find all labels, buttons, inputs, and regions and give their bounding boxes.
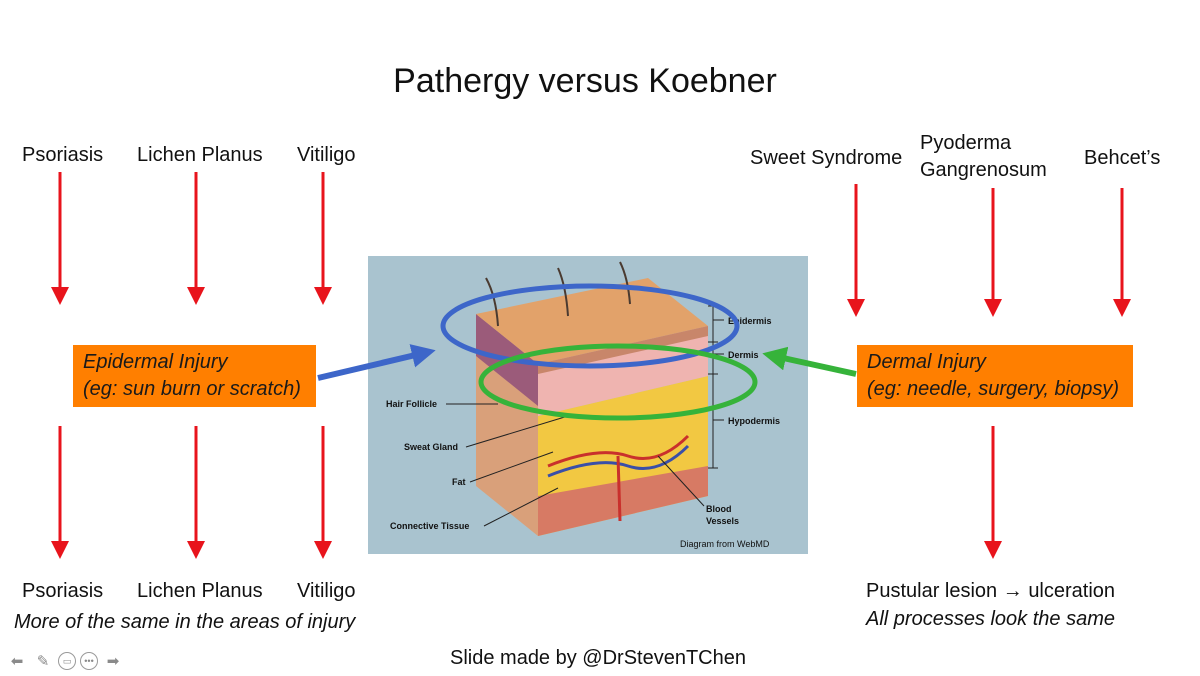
slideshow-controls: ⬅ ✎ ▭ ••• ➡ xyxy=(6,650,124,672)
diagram-source: Diagram from WebMD xyxy=(680,539,770,549)
outcome-start: Pustular lesion xyxy=(866,580,998,602)
label-sweat-gland: Sweat Gland xyxy=(404,442,458,452)
slide-credit: Slide made by @DrStevenTChen xyxy=(450,647,746,669)
label-epidermis: Epidermis xyxy=(728,316,772,326)
left-top-label-vitiligo: Vitiligo xyxy=(297,144,356,166)
epidermal-injury-box: Epidermal Injury (eg: sun burn or scratc… xyxy=(73,345,316,407)
left-caption: More of the same in the areas of injury xyxy=(14,611,356,633)
dermis-highlight-ring xyxy=(478,343,758,421)
label-dermis: Dermis xyxy=(728,350,759,360)
left-bottom-label-vitiligo: Vitiligo xyxy=(297,580,356,602)
outcome-end: ulceration xyxy=(1028,580,1116,602)
dermal-injury-title: Dermal Injury xyxy=(867,351,986,373)
right-top-label-pyoderma: Pyoderma xyxy=(920,132,1012,154)
dermal-pointer-arrow xyxy=(762,346,857,377)
epidermis-top xyxy=(476,278,708,364)
more-icon[interactable]: ••• xyxy=(80,652,98,670)
left-top-label-psoriasis: Psoriasis xyxy=(22,144,104,166)
outcome-arrow-icon: → xyxy=(1002,580,1023,602)
left-bottom-label-psoriasis: Psoriasis xyxy=(22,580,104,602)
epidermal-injury-example: (eg: sun burn or scratch) xyxy=(83,378,301,400)
label-vessels: Vessels xyxy=(706,516,739,526)
artery xyxy=(547,434,690,468)
artery-branch xyxy=(616,455,622,522)
epidermal-injury-title: Epidermal Injury xyxy=(83,351,228,373)
right-top-label-sweet-syndrome: Sweet Syndrome xyxy=(750,147,903,169)
slides-icon[interactable]: ▭ xyxy=(58,652,76,670)
arrow-left-icon[interactable]: ⬅ xyxy=(10,653,24,670)
slide-title: Pathergy versus Koebner xyxy=(393,62,777,100)
right-outcome: Pustular lesion → ulceration xyxy=(866,580,1115,603)
arrow-right-icon[interactable]: ➡ xyxy=(106,653,120,670)
label-hair-follicle: Hair Follicle xyxy=(386,399,437,409)
hair-3 xyxy=(619,261,631,305)
epidermis-highlight-ring xyxy=(440,283,740,369)
right-top-label-behcets: Behcet’s xyxy=(1084,147,1161,169)
hair-1 xyxy=(485,277,499,327)
left-top-label-lichen-planus: Lichen Planus xyxy=(137,144,263,166)
label-hypodermis: Hypodermis xyxy=(728,416,780,426)
label-blood: Blood xyxy=(706,504,732,514)
label-connective-tissue: Connective Tissue xyxy=(390,521,469,531)
left-bottom-label-lichen-planus: Lichen Planus xyxy=(137,580,263,602)
epidermal-pointer-arrow xyxy=(317,344,436,381)
dermal-injury-example: (eg: needle, surgery, biopsy) xyxy=(867,378,1119,400)
right-caption: All processes look the same xyxy=(866,608,1116,630)
epidermis-front xyxy=(538,326,708,374)
pencil-icon[interactable]: ✎ xyxy=(36,653,50,670)
vein xyxy=(547,444,690,478)
label-fat: Fat xyxy=(452,477,466,487)
dermal-injury-box: Dermal Injury (eg: needle, surgery, biop… xyxy=(857,345,1133,407)
muscle-layer xyxy=(538,466,708,536)
right-top-label-gangrenosum: Gangrenosum xyxy=(920,159,1047,181)
